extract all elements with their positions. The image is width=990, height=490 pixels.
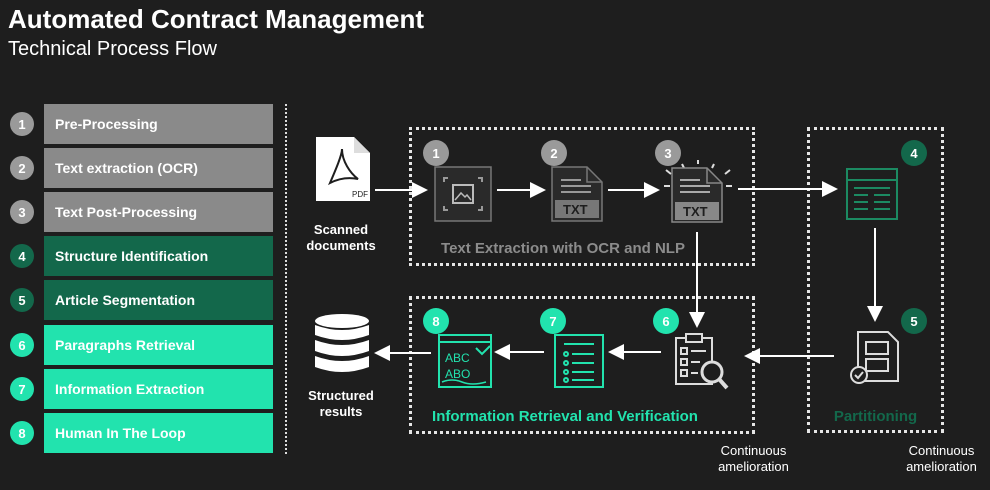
step-label: Text extraction (OCR)	[44, 148, 273, 188]
contract-segmentation-icon	[850, 331, 899, 384]
output-label: Structured results	[308, 388, 374, 419]
step-item: 5 Article Segmentation	[10, 280, 273, 320]
step-label: Structure Identification	[44, 236, 273, 276]
pdf-document-icon: PDF	[316, 137, 370, 201]
step-number: 6	[10, 333, 34, 357]
txt-tag: TXT	[563, 202, 588, 217]
vertical-divider	[285, 104, 287, 454]
step-label: Text Post-Processing	[44, 192, 273, 232]
step-number: 3	[10, 200, 34, 224]
flow-badge-1: 1	[423, 140, 449, 166]
step-item: 1 Pre-Processing	[10, 104, 273, 144]
flow-badge-6: 6	[653, 308, 679, 334]
step-label: Paragraphs Retrieval	[44, 325, 273, 365]
flow-badge-5: 5	[901, 308, 927, 334]
pdf-tag: PDF	[352, 190, 368, 199]
step-item: 6 Paragraphs Retrieval	[10, 325, 273, 365]
txt-tag: TXT	[683, 204, 708, 219]
step-number: 8	[10, 421, 34, 445]
step-number: 4	[10, 244, 34, 268]
continuous-note-2: Continuous amelioration	[906, 443, 977, 474]
step-label: Article Segmentation	[44, 280, 273, 320]
step-label: Information Extraction	[44, 369, 273, 409]
step-number: 2	[10, 156, 34, 180]
step-number: 1	[10, 112, 34, 136]
partitioning-group-box	[807, 127, 944, 433]
review-text-bottom: ABO	[445, 367, 470, 381]
input-label: Scanned documents	[306, 222, 376, 253]
review-text-top: ABC	[445, 351, 470, 365]
step-item: 7 Information Extraction	[10, 369, 273, 409]
continuous-note-1: Continuous amelioration	[718, 443, 789, 474]
retrieval-group-label: Information Retrieval and Verification	[432, 408, 698, 425]
step-label: Pre-Processing	[44, 104, 273, 144]
human-review-icon: ABC ABO	[438, 334, 492, 388]
extraction-list-icon	[554, 334, 604, 388]
step-item: 2 Text extraction (OCR)	[10, 148, 273, 188]
ocr-group-label: Text Extraction with OCR and NLP	[441, 240, 685, 257]
step-number: 7	[10, 377, 34, 401]
flow-badge-4: 4	[901, 140, 927, 166]
flow-badge-7: 7	[540, 308, 566, 334]
image-scan-icon	[434, 166, 492, 222]
txt-file-icon: TXT	[551, 166, 603, 222]
partitioning-group-label: Partitioning	[833, 408, 918, 425]
step-label: Human In The Loop	[44, 413, 273, 453]
database-icon	[315, 314, 369, 372]
page-title: Automated Contract Management	[8, 4, 425, 34]
ocr-group-box	[409, 127, 755, 266]
checklist-search-icon	[675, 333, 729, 390]
step-number: 5	[10, 288, 34, 312]
document-structure-icon	[846, 168, 898, 220]
retrieval-group-box	[409, 296, 755, 434]
txt-file-enhanced-icon: TXT	[664, 160, 732, 223]
flow-badge-3: 3	[655, 140, 681, 166]
flow-badge-8: 8	[423, 308, 449, 334]
flow-badge-2: 2	[541, 140, 567, 166]
page-subtitle: Technical Process Flow	[8, 38, 217, 60]
step-item: 4 Structure Identification	[10, 236, 273, 276]
step-item: 8 Human In The Loop	[10, 413, 273, 453]
step-item: 3 Text Post-Processing	[10, 192, 273, 232]
